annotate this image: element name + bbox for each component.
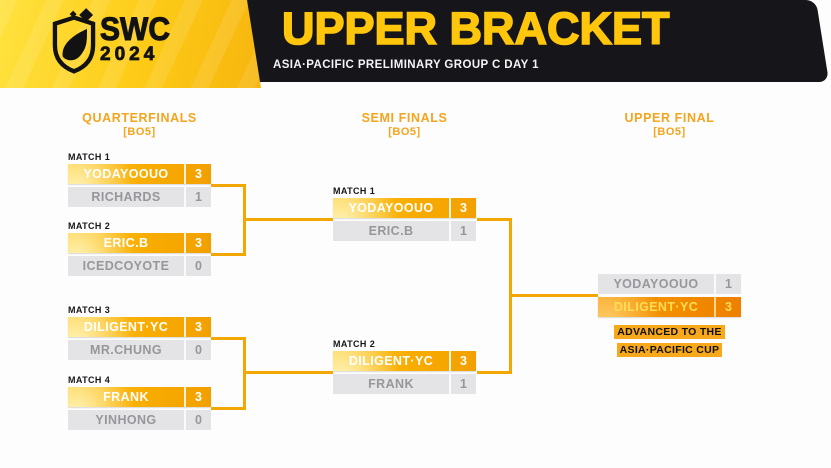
match-upper-final: YODAYOOUO 1 DILIGENT·YC 3 [598,274,741,320]
bracket-connector [211,184,246,187]
bracket-connector [477,218,511,221]
bracket-connector [211,407,246,410]
team-score: 3 [184,164,211,184]
team-score: 3 [449,198,476,218]
column-format: [BO5] [653,126,686,138]
bracket-connector [211,253,246,256]
match-sf1: MATCH 1 YODAYOOUO 3 ERIC.B 1 [333,187,476,244]
advancement-badge: ADVANCED TO THE ASIA·PACIFIC CUP [598,322,741,358]
team-name: ERIC.B [103,236,149,250]
column-header-upper-final: UPPER FINAL [BO5] [598,111,741,138]
team-score: 1 [184,187,211,207]
column-title: QUARTERFINALS [82,111,197,125]
page-subtitle: ASIA·PACIFIC PRELIMINARY GROUP C DAY 1 [273,59,539,71]
swc-shield-icon [52,8,96,74]
column-title: SEMI FINALS [361,111,448,125]
header-yellow-band [0,0,261,88]
team-score: 3 [184,233,211,253]
team-name: MR.CHUNG [90,343,162,357]
team-name: YODAYOOUO [348,201,434,215]
team-row-loser: ICEDCOYOTE 0 [68,256,211,276]
team-score: 1 [449,374,476,394]
bracket-connector [211,337,246,340]
team-row-winner: FRANK 3 [68,387,211,407]
match-label: MATCH 2 [68,221,111,231]
team-score: 0 [184,410,211,430]
match-label: MATCH 3 [68,305,111,315]
team-score: 1 [714,274,741,294]
team-name: YODAYOOUO [613,277,699,291]
team-score: 0 [184,340,211,360]
team-row-winner: DILIGENT·YC 3 [68,317,211,337]
team-name: DILIGENT·YC [613,300,699,314]
bracket-connector [509,294,598,297]
bracket-connector [243,218,333,221]
match-label: MATCH 1 [333,186,376,196]
team-score: 3 [714,297,741,317]
logo-text-swc: SWC [100,11,171,48]
advancement-line2: ASIA·PACIFIC CUP [616,343,723,357]
team-score: 0 [184,256,211,276]
team-score: 3 [184,317,211,337]
column-title: UPPER FINAL [624,111,715,125]
page-title: UPPER BRACKET [281,3,670,55]
logo-text-year: 2024 [100,44,159,65]
column-header-quarterfinals: QUARTERFINALS [BO5] [68,111,211,138]
team-name: RICHARDS [91,190,161,204]
team-name: DILIGENT·YC [348,354,434,368]
team-row-winner: ERIC.B 3 [68,233,211,253]
match-sf2: MATCH 2 DILIGENT·YC 3 FRANK 1 [333,340,476,397]
team-score: 3 [184,387,211,407]
team-name: ERIC.B [368,224,414,238]
team-score: 1 [449,221,476,241]
team-row-winner: YODAYOOUO 3 [68,164,211,184]
match-qf1: MATCH 1 YODAYOOUO 3 RICHARDS 1 [68,153,211,210]
column-format: [BO5] [388,126,421,138]
match-label: MATCH 2 [333,339,376,349]
team-row-winner: YODAYOOUO 3 [333,198,476,218]
team-name: DILIGENT·YC [83,320,169,334]
advancement-line1: ADVANCED TO THE [614,325,725,339]
team-name: FRANK [368,377,414,391]
team-row-winner: DILIGENT·YC 3 [598,297,741,317]
team-row-loser: ERIC.B 1 [333,221,476,241]
team-row-loser: FRANK 1 [333,374,476,394]
team-row-loser: MR.CHUNG 0 [68,340,211,360]
team-name: FRANK [103,390,149,404]
team-row-loser: YODAYOOUO 1 [598,274,741,294]
column-format: [BO5] [123,126,156,138]
match-qf3: MATCH 3 DILIGENT·YC 3 MR.CHUNG 0 [68,306,211,363]
team-score: 3 [449,351,476,371]
match-label: MATCH 1 [68,152,111,162]
match-label: MATCH 4 [68,375,111,385]
team-row-loser: YINHONG 0 [68,410,211,430]
bracket-connector [243,371,333,374]
column-header-semifinals: SEMI FINALS [BO5] [333,111,476,138]
team-name: YINHONG [95,413,157,427]
team-row-winner: DILIGENT·YC 3 [333,351,476,371]
team-name: YODAYOOUO [83,167,169,181]
match-qf4: MATCH 4 FRANK 3 YINHONG 0 [68,376,211,433]
match-qf2: MATCH 2 ERIC.B 3 ICEDCOYOTE 0 [68,222,211,279]
bracket-connector [477,371,511,374]
team-row-loser: RICHARDS 1 [68,187,211,207]
team-name: ICEDCOYOTE [82,259,170,273]
